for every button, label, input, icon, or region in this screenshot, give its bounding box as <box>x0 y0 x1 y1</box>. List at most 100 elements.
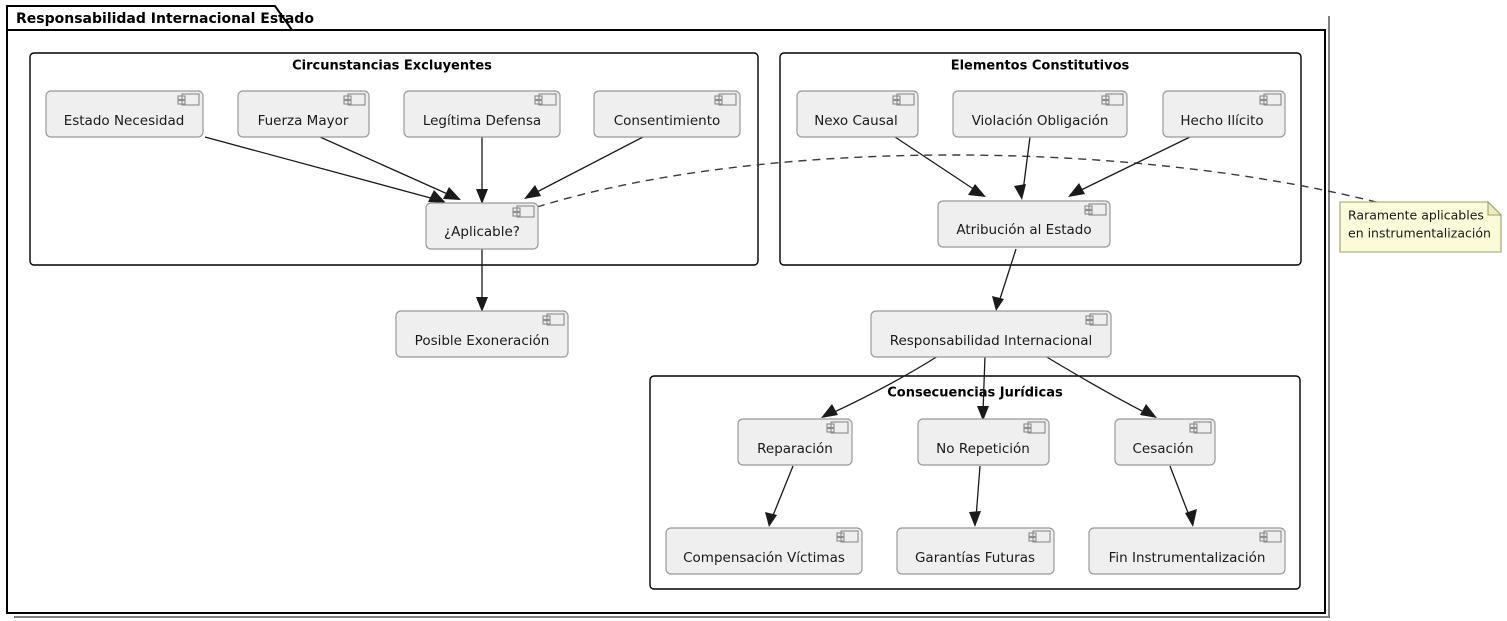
component-aplicable-label: ¿Aplicable? <box>444 224 520 240</box>
component-cesacion[interactable]: Cesación <box>1114 418 1216 466</box>
edge-estado-necesidad-aplicable <box>204 136 439 201</box>
component-fuerza-mayor-box[interactable] <box>237 90 370 138</box>
package-circunstancias-title: Circunstancias Excluyentes <box>292 59 492 74</box>
component-responsabilidad-internacional-box[interactable] <box>870 310 1112 358</box>
component-estado-necesidad-box[interactable] <box>45 90 204 138</box>
arrowhead-responsabilidad-norepeticion <box>977 406 989 421</box>
component-estado-necesidad-label: Estado Necesidad <box>64 113 185 129</box>
component-aplicable-box[interactable] <box>425 202 539 250</box>
uml-component-icon <box>177 93 200 106</box>
edge-cesacion-fin <box>1169 465 1191 519</box>
arrowhead-legitima-defensa-aplicable <box>476 189 488 204</box>
note-body[interactable] <box>1339 201 1502 253</box>
edge-reparacion-compensacion <box>771 465 794 519</box>
arrowhead-cesacion-fin <box>1185 509 1197 527</box>
uml-component-icon <box>534 93 557 106</box>
component-nexo-causal[interactable]: Nexo Causal <box>796 90 919 138</box>
uml-component-icon <box>512 205 535 218</box>
component-garantias-futuras-label: Garantías Futuras <box>915 550 1035 566</box>
package-elementos-title: Elementos Constitutivos <box>951 59 1130 74</box>
diagram-frame: Responsabilidad Internacional Estado <box>6 5 1330 618</box>
component-cesacion-label: Cesación <box>1132 441 1193 457</box>
edge-violacion-atribucion <box>1022 136 1031 192</box>
package-circunstancias-excluyentes: Circunstancias Excluyentes <box>29 52 759 266</box>
edge-hecho-ilicito-atribucion <box>1076 136 1191 193</box>
package-elementos-constitutivos: Elementos Constitutivos <box>779 52 1302 266</box>
component-fin-instrumentalizacion[interactable]: Fin Instrumentalización <box>1088 527 1286 575</box>
component-legitima-defensa[interactable]: Legítima Defensa <box>403 90 561 138</box>
edge-responsabilidad-reparacion <box>829 355 939 415</box>
component-hecho-ilicito[interactable]: Hecho Ilícito <box>1162 90 1286 138</box>
uml-component-icon <box>714 93 737 106</box>
component-responsabilidad-internacional[interactable]: Responsabilidad Internacional <box>870 310 1112 358</box>
edge-responsabilidad-norepeticion <box>982 355 986 413</box>
uml-component-icon <box>1189 421 1212 434</box>
component-atribucion-al-estado[interactable]: Atribución al Estado <box>937 200 1111 248</box>
component-fin-instrumentalizacion-label: Fin Instrumentalización <box>1109 550 1266 566</box>
note-line-1: Raramente aplicables <box>1348 208 1484 223</box>
arrowhead-responsabilidad-cesacion <box>1140 404 1157 418</box>
uml-component-icon <box>1101 93 1124 106</box>
component-no-repeticion[interactable]: No Repetición <box>917 418 1050 466</box>
component-posible-exoneracion[interactable]: Posible Exoneración <box>395 310 569 358</box>
component-consentimiento[interactable]: Consentimiento <box>593 90 741 138</box>
arrowhead-aplicable-posible-exoneracion <box>476 297 488 312</box>
component-compensacion-victimas-label: Compensación Víctimas <box>683 550 845 566</box>
component-legitima-defensa-box[interactable] <box>403 90 561 138</box>
note-raramente-aplicables[interactable]: Raramente aplicables en instrumentalizac… <box>1339 200 1503 253</box>
edge-atribucion-responsabilidad <box>998 248 1017 303</box>
arrowhead-norepeticion-garantias <box>969 511 981 527</box>
edge-nexo-causal-atribucion <box>894 136 979 193</box>
arrowhead-consentimiento-aplicable <box>524 185 541 199</box>
component-reparacion-box[interactable] <box>737 418 853 466</box>
component-fin-instrumentalizacion-box[interactable] <box>1088 527 1286 575</box>
component-compensacion-victimas[interactable]: Compensación Víctimas <box>665 527 863 575</box>
uml-component-icon <box>343 93 366 106</box>
component-no-repeticion-label: No Repetición <box>936 441 1030 457</box>
component-posible-exoneracion-label: Posible Exoneración <box>415 333 550 349</box>
uml-component-icon <box>826 421 849 434</box>
edge-layer <box>204 136 1389 527</box>
component-hecho-ilicito-label: Hecho Ilícito <box>1180 113 1263 129</box>
component-no-repeticion-box[interactable] <box>917 418 1050 466</box>
uml-component-icon <box>542 313 565 326</box>
component-fuerza-mayor-label: Fuerza Mayor <box>258 113 349 129</box>
component-fuerza-mayor[interactable]: Fuerza Mayor <box>237 90 370 138</box>
frame-shadow <box>14 16 1330 618</box>
component-violacion-obligacion[interactable]: Violación Obligación <box>952 90 1128 138</box>
component-consentimiento-box[interactable] <box>593 90 741 138</box>
note-line-2: en instrumentalización <box>1348 226 1491 241</box>
component-atribucion-al-estado-label: Atribución al Estado <box>956 222 1091 238</box>
component-aplicable[interactable]: ¿Aplicable? <box>425 202 539 250</box>
uml-component-icon <box>1084 203 1107 216</box>
component-atribucion-al-estado-box[interactable] <box>937 200 1111 248</box>
arrowhead-fuerza-mayor-aplicable <box>443 187 461 200</box>
component-garantias-futuras[interactable]: Garantías Futuras <box>896 527 1055 575</box>
component-nexo-causal-label: Nexo Causal <box>814 113 898 129</box>
component-violacion-obligacion-box[interactable] <box>952 90 1128 138</box>
component-garantias-futuras-box[interactable] <box>896 527 1055 575</box>
uml-component-icon <box>1259 93 1282 106</box>
component-legitima-defensa-label: Legítima Defensa <box>423 113 541 129</box>
uml-component-icon <box>836 530 859 543</box>
component-estado-necesidad[interactable]: Estado Necesidad <box>45 90 204 138</box>
component-violacion-obligacion-label: Violación Obligación <box>972 113 1109 129</box>
component-reparacion-label: Reparación <box>757 441 833 457</box>
component-posible-exoneracion-box[interactable] <box>395 310 569 358</box>
package-consecuencias-juridicas: Consecuencias Jurídicas <box>649 375 1301 590</box>
component-compensacion-victimas-box[interactable] <box>665 527 863 575</box>
package-circunstancias-border <box>29 52 759 266</box>
arrowhead-reparacion-compensacion <box>765 512 777 527</box>
arrowhead-atribucion-responsabilidad <box>992 296 1004 311</box>
component-responsabilidad-internacional-label: Responsabilidad Internacional <box>890 333 1093 349</box>
component-nexo-causal-box[interactable] <box>796 90 919 138</box>
edge-norepeticion-garantias <box>975 465 981 519</box>
frame-border <box>6 5 1326 614</box>
uml-component-icon <box>1259 530 1282 543</box>
component-reparacion[interactable]: Reparación <box>737 418 853 466</box>
edge-consentimiento-aplicable <box>532 136 644 195</box>
edge-fuerza-mayor-aplicable <box>319 136 453 197</box>
component-hecho-ilicito-box[interactable] <box>1162 90 1286 138</box>
arrowhead-responsabilidad-reparacion <box>821 404 838 418</box>
